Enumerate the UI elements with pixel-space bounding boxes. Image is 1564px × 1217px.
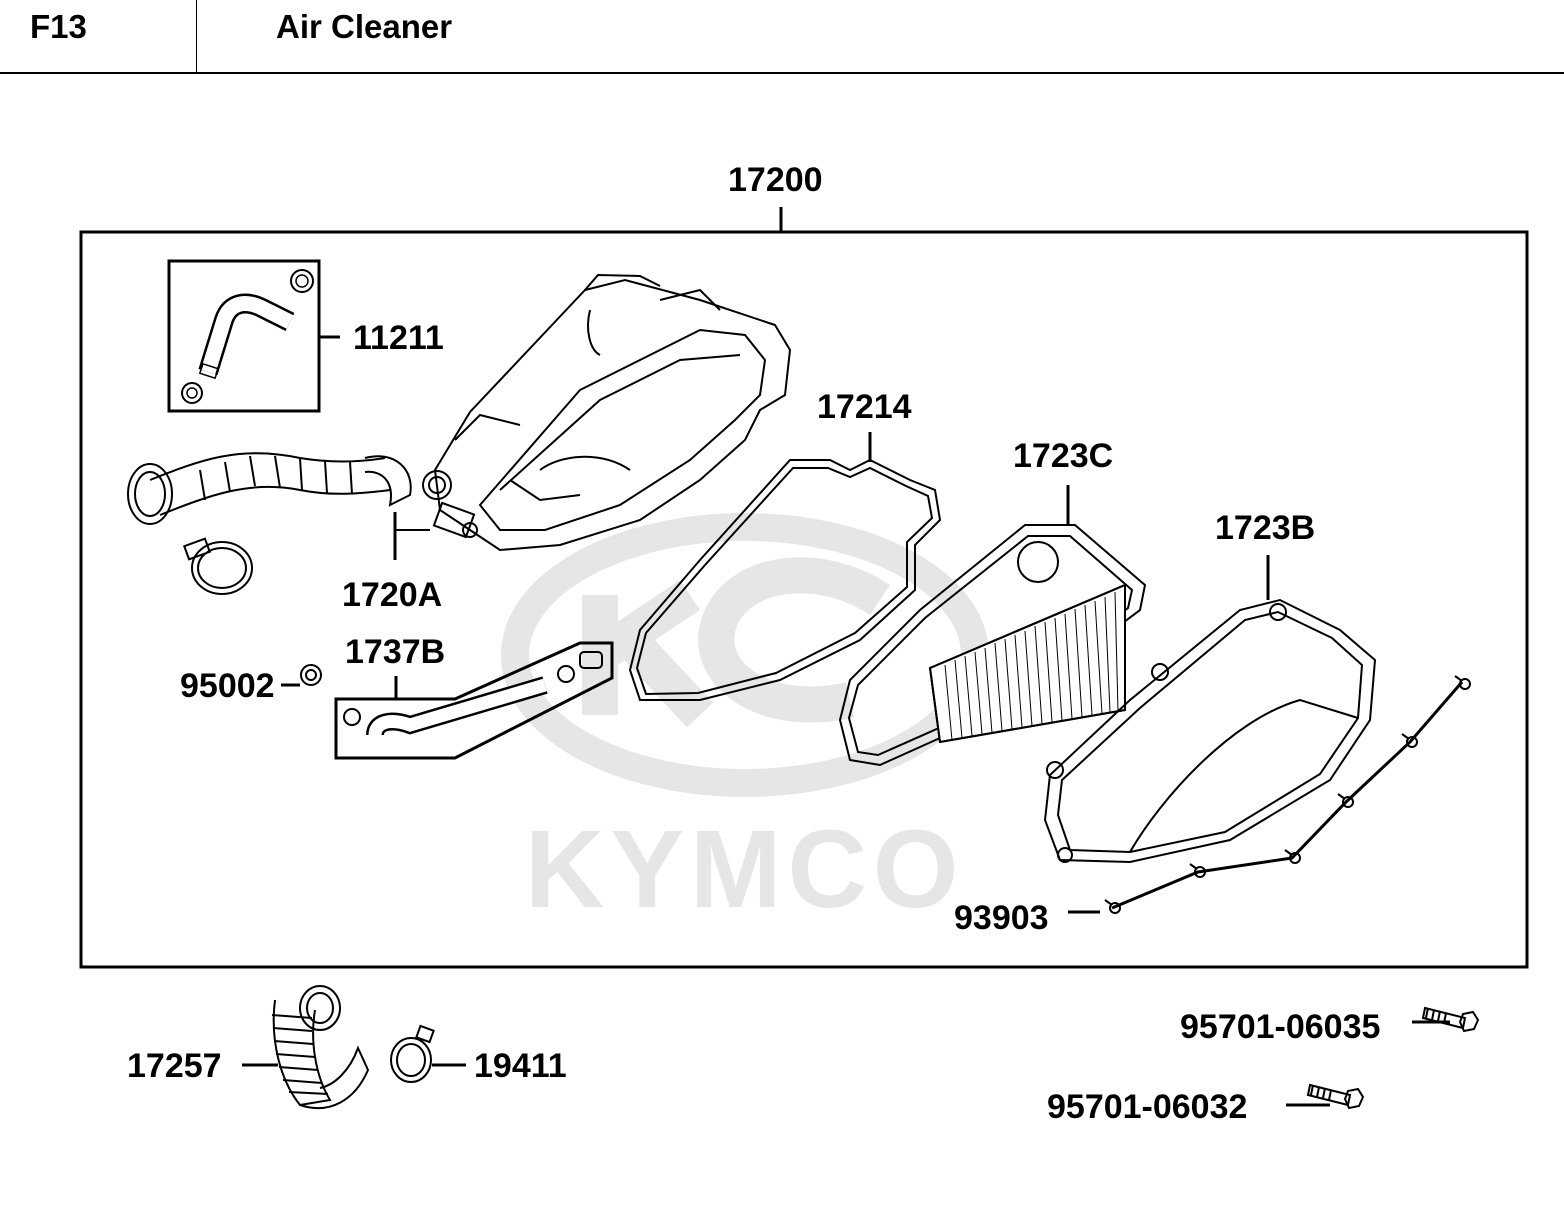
header-rule	[0, 72, 1564, 74]
element-1723C	[838, 485, 1147, 767]
callout-1720A: 1720A	[342, 576, 442, 614]
callout-1723C: 1723C	[1013, 437, 1113, 475]
callout-11211: 11211	[353, 319, 444, 357]
header-separator	[196, 0, 197, 73]
band-19411	[390, 1024, 466, 1083]
drain-hose-kit	[334, 641, 614, 760]
section-code: F13	[30, 8, 87, 45]
inlet-duct	[127, 452, 430, 560]
clip-95002	[281, 664, 322, 687]
intake-tube-17257	[242, 985, 370, 1110]
callout-19411: 19411	[474, 1047, 567, 1085]
callout-93903: 93903	[954, 899, 1049, 937]
callout-17214: 17214	[817, 388, 912, 426]
callout-17257: 17257	[127, 1047, 222, 1085]
page-title: Air Cleaner	[276, 8, 453, 45]
callout-1723B: 1723B	[1215, 509, 1315, 547]
duct-clamp	[182, 537, 253, 595]
callout-95701-06035: 95701-06035	[1180, 1008, 1380, 1046]
air-cleaner-case	[422, 273, 792, 552]
callout-95002: 95002	[180, 667, 275, 705]
callout-1737B: 1737B	[345, 633, 445, 671]
watermark-text: KYMCO	[525, 808, 964, 931]
bolt-95701-06035	[1412, 1006, 1480, 1033]
page-header: F13 Air Cleaner	[0, 0, 1564, 74]
callout-95701-06032: 95701-06032	[1047, 1088, 1247, 1126]
screws-93903	[1068, 675, 1471, 914]
breather-hose-kit	[167, 259, 340, 413]
assembly-frame	[79, 230, 1529, 969]
callout-17200: 17200	[728, 161, 823, 199]
bolt-95701-06032	[1286, 1083, 1365, 1110]
cover-1723B	[1043, 555, 1377, 864]
gasket-17214	[628, 432, 942, 701]
